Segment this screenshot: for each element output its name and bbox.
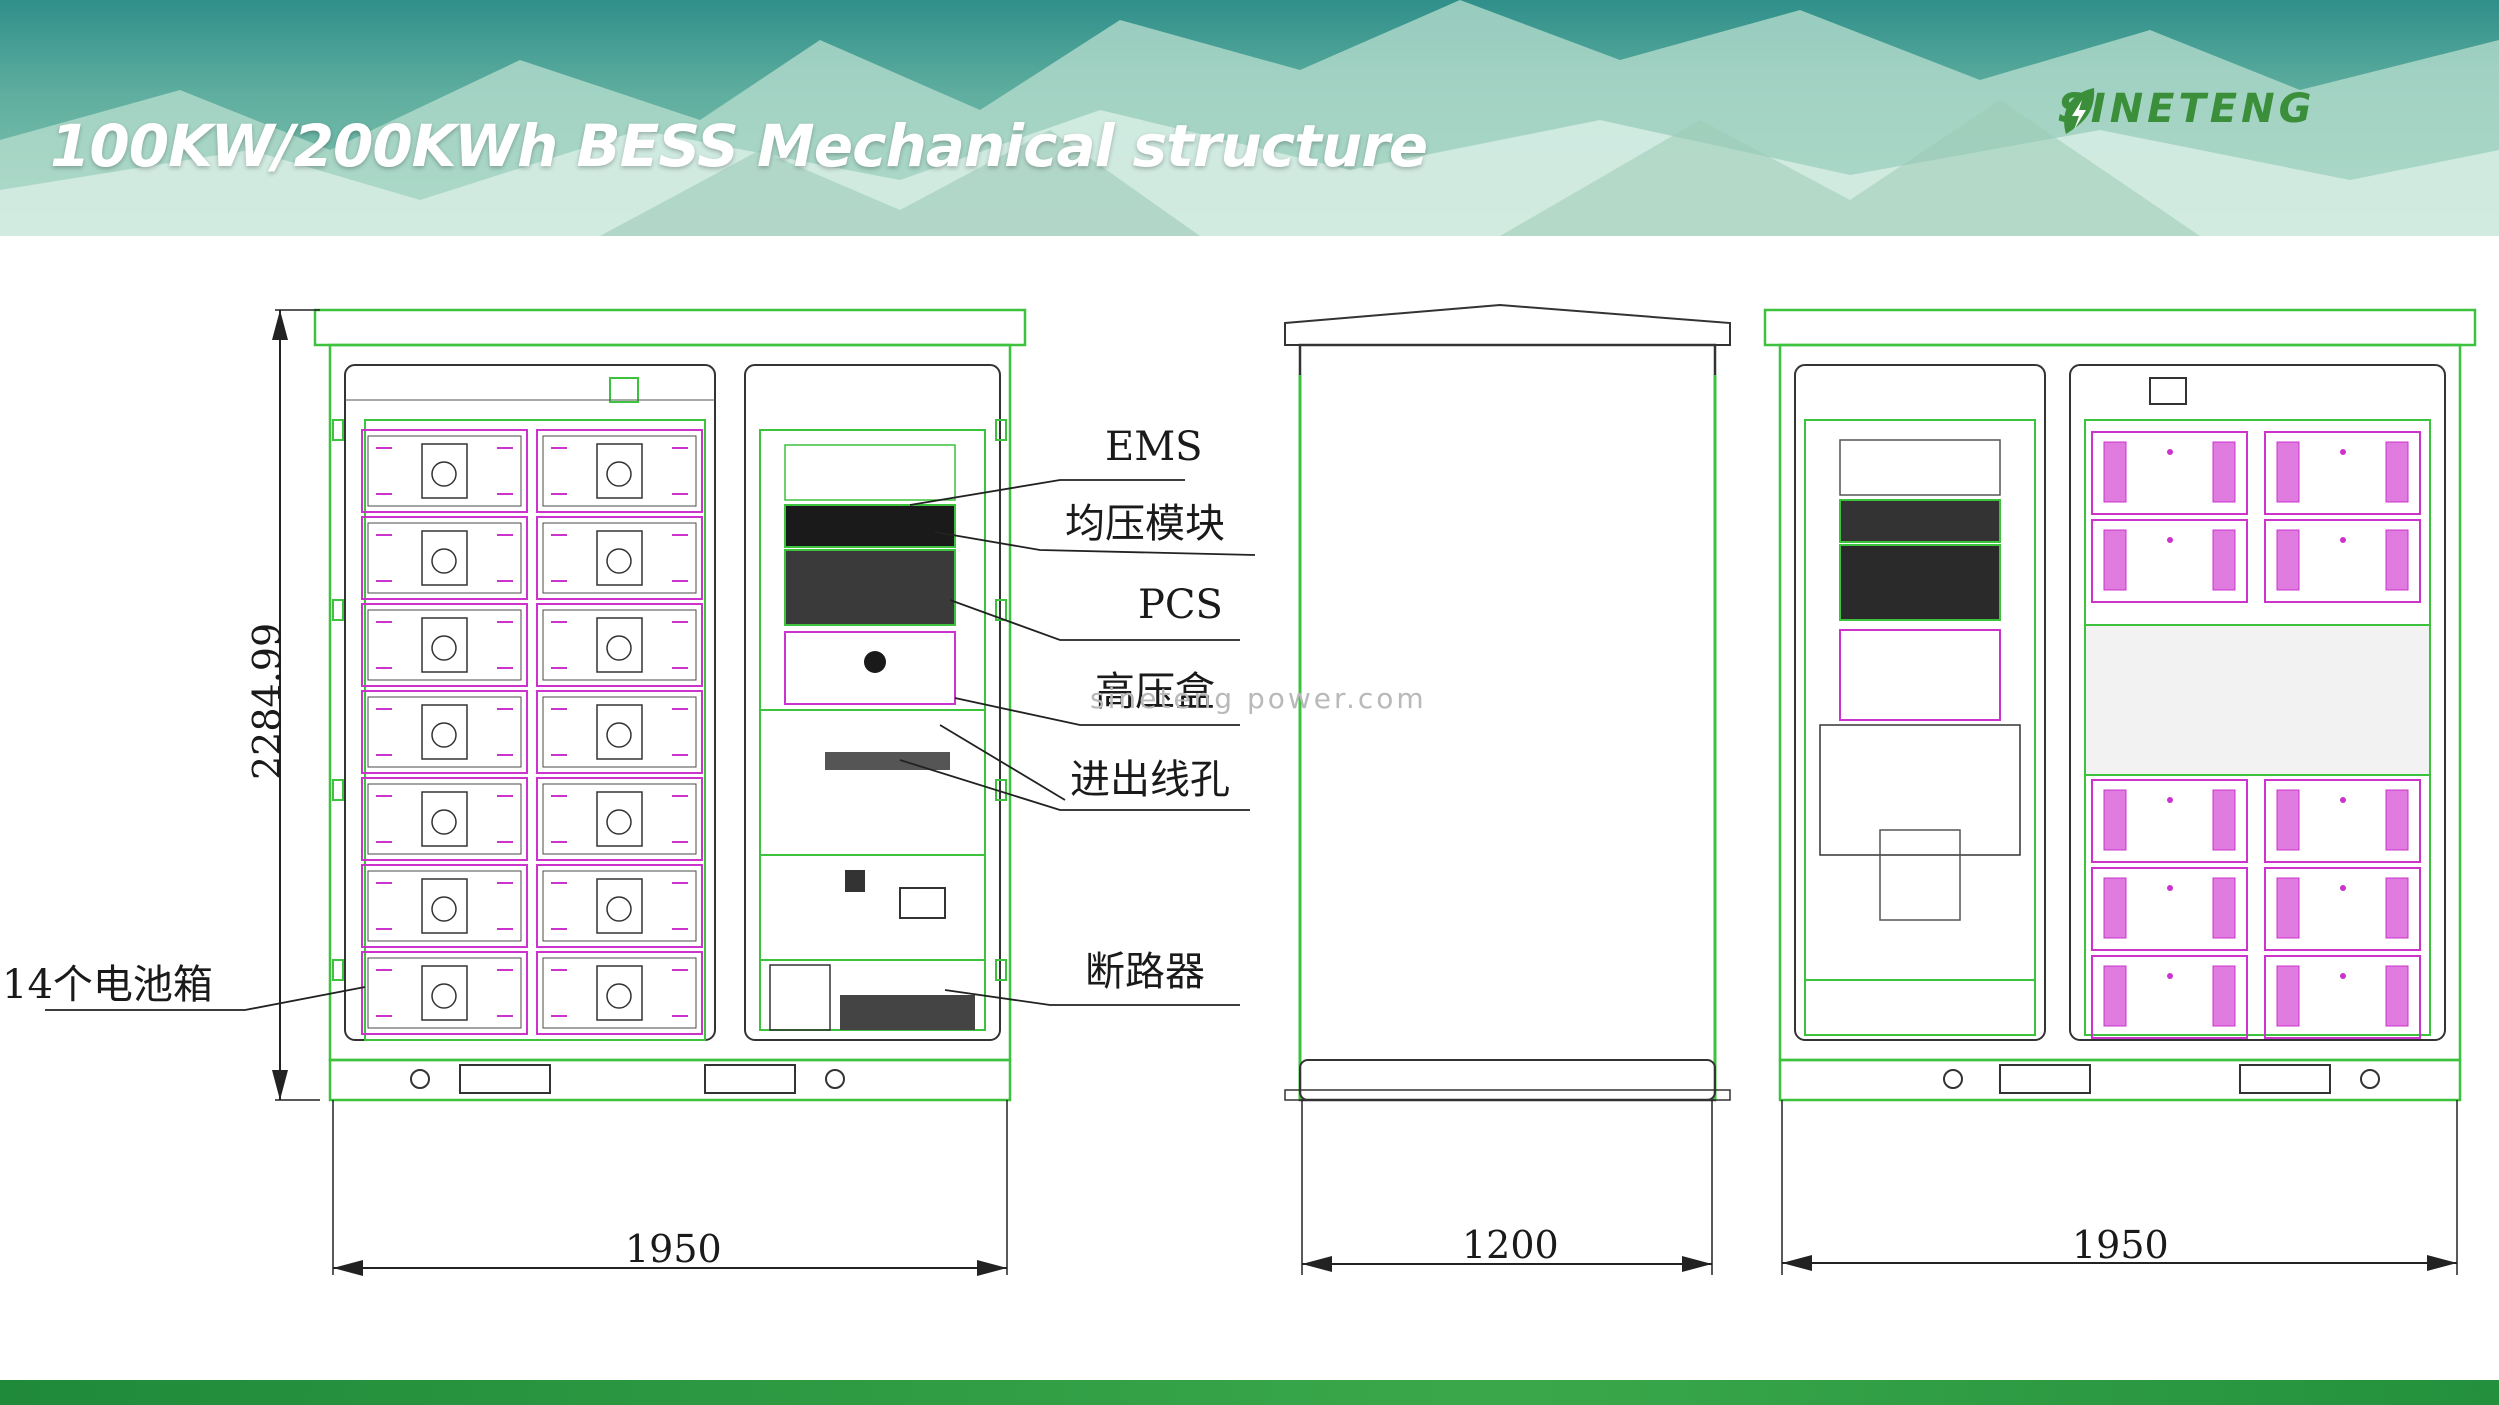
- label-cable-holes: 进出线孔: [1070, 757, 1230, 803]
- logo-text: SINETENG: [2058, 86, 2316, 132]
- mountain-background: [0, 0, 2499, 236]
- side-width-dimension: 1200: [1301, 1100, 1713, 1275]
- dimension-front-width: 1950: [625, 1227, 722, 1271]
- rear-width-dimension: 1950: [1781, 1100, 2458, 1275]
- leaf-bolt-icon: [2064, 88, 2095, 134]
- label-ems: EMS: [1105, 424, 1203, 470]
- header-banner: 100KW/200KWh BESS Mechanical structure S…: [0, 0, 2499, 236]
- height-dimension: 2284.99: [245, 309, 320, 1101]
- front-width-dimension: 1950: [332, 1100, 1008, 1276]
- label-hv-box: 高压盒: [1095, 669, 1215, 715]
- dimension-side-width: 1200: [1462, 1223, 1559, 1267]
- footer-bar: [0, 1380, 2499, 1405]
- label-balancing-module: 均压模块: [1065, 501, 1225, 547]
- dimension-height: 2284.99: [245, 623, 289, 780]
- label-breaker: 断路器: [1085, 949, 1205, 995]
- rear-view: [1763, 308, 2477, 1102]
- leader-lines: [45, 479, 1256, 1011]
- front-view: [313, 308, 1027, 1102]
- side-view: [1284, 303, 1731, 1102]
- label-battery-boxes: 14个电池箱: [2, 962, 213, 1008]
- dimension-rear-width: 1950: [2072, 1223, 2169, 1267]
- slide-title: 100KW/200KWh BESS Mechanical structure: [50, 112, 1428, 180]
- watermark-text: sineteng power.com: [1090, 682, 1427, 715]
- battery-boxes-front: [361, 429, 703, 1035]
- mechanical-drawing: EMS 均压模块 PCS 高压盒 进出线孔 断路器 14个电池箱 2284.99…: [2, 303, 2477, 1276]
- company-logo: SINETENG: [2058, 86, 2316, 134]
- label-pcs: PCS: [1138, 582, 1223, 628]
